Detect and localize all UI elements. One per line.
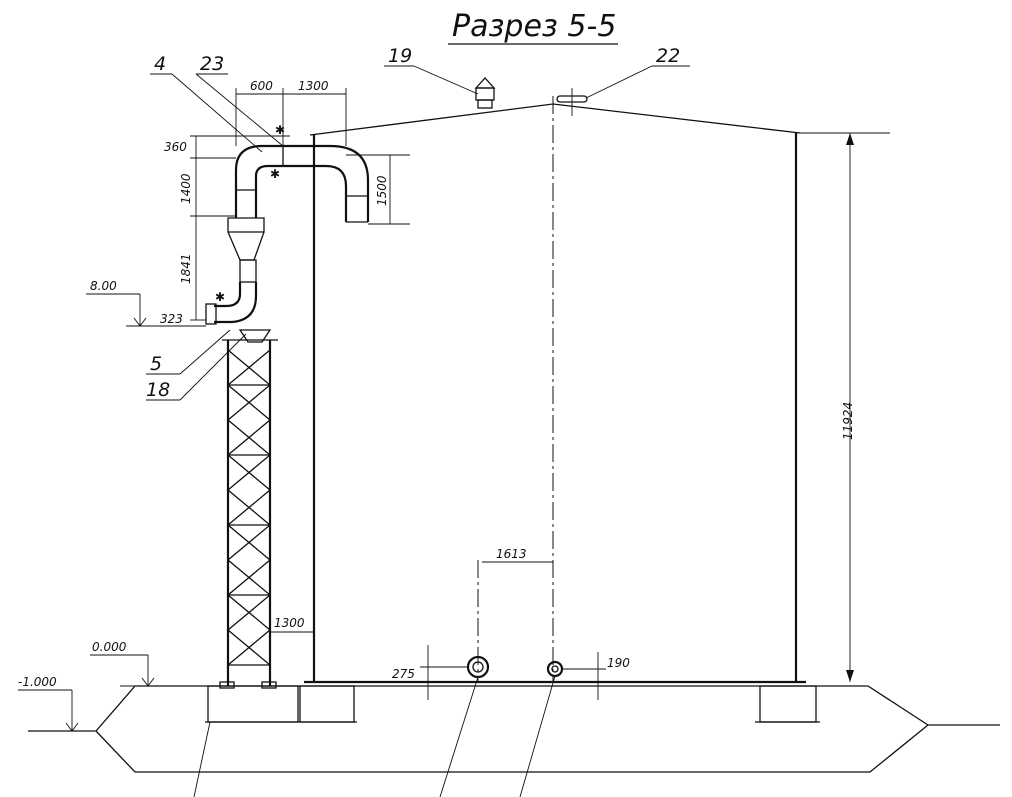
lower-bend-inner xyxy=(214,282,242,308)
valve-neck xyxy=(477,99,493,109)
level-8-00: 8.00 xyxy=(90,279,117,293)
callout-23: 23 xyxy=(200,53,224,75)
nozzle-right-outer xyxy=(546,660,564,678)
tower-base-plate-right xyxy=(261,681,277,689)
callout-4-leader xyxy=(171,73,263,153)
dim-275: 275 xyxy=(392,667,415,681)
tower-base-plate-left xyxy=(219,681,235,689)
dim-360: 360 xyxy=(164,140,187,154)
dim-323: 323 xyxy=(160,312,183,326)
bottom-nozzles xyxy=(466,560,564,682)
valve-cap-icon xyxy=(474,77,496,89)
berm-bottom-line xyxy=(95,724,929,773)
callout-22: 22 xyxy=(656,45,680,67)
breather-valve-19 xyxy=(474,77,496,109)
support-foundation-block xyxy=(207,685,299,723)
dim-1300-top: 1300 xyxy=(298,79,329,93)
level-marks: 8.00 0.000 -1.000 xyxy=(18,279,220,732)
callout-5-leader xyxy=(179,329,231,375)
dim-1500: 1500 xyxy=(375,175,389,206)
callout-4: 4 xyxy=(154,53,166,75)
lower-bend-outer xyxy=(214,282,258,324)
callout-23-leader xyxy=(195,73,284,147)
pipeline-with-separator: ✱ ✱ ✱ xyxy=(205,123,370,343)
arrow-11924-bot xyxy=(846,670,854,682)
callouts: 4 23 19 22 5 18 xyxy=(146,45,690,797)
berm-top-line xyxy=(28,685,1000,732)
mark-star-1: ✱ xyxy=(275,123,285,137)
tank-roof xyxy=(309,103,801,136)
cyclone-separator xyxy=(227,217,265,261)
tank-foundation-left xyxy=(299,685,355,723)
dim-1613: 1613 xyxy=(496,547,527,561)
dim-1300-bottom: 1300 xyxy=(274,616,305,630)
mark-star-3: ✱ xyxy=(215,290,225,304)
mark-star-2: ✱ xyxy=(270,167,280,181)
tank xyxy=(304,96,806,684)
section-title-text: Разрез 5-5 xyxy=(452,9,616,44)
dim-1841: 1841 xyxy=(179,253,193,284)
dim-11924: 11924 xyxy=(841,402,855,440)
roof-hatch-22 xyxy=(556,88,588,116)
tank-foundation-right xyxy=(759,685,817,723)
separator-outlet xyxy=(239,259,257,283)
callout-19: 19 xyxy=(388,45,412,67)
callout-18-leader xyxy=(179,333,247,401)
dim-600: 600 xyxy=(250,79,273,93)
leader-bottom-3 xyxy=(519,675,556,797)
foundation-berm xyxy=(28,685,1000,773)
level-minus-1-000: -1.000 xyxy=(18,675,57,689)
valve-body xyxy=(475,87,495,101)
lattice-support-tower xyxy=(219,339,278,689)
dim-190: 190 xyxy=(607,656,630,670)
leader-bottom-1 xyxy=(193,721,211,797)
callout-18: 18 xyxy=(146,379,170,401)
gooseneck-inner xyxy=(254,164,348,222)
support-head xyxy=(238,329,272,343)
dim-1400: 1400 xyxy=(179,173,193,204)
level-0-000: 0.000 xyxy=(92,640,127,654)
dimensions: 600 1300 360 1400 1841 323 1500 11924 16… xyxy=(160,79,890,700)
tower-bracing-b xyxy=(226,349,272,666)
callout-22-leader xyxy=(585,65,653,99)
nozzle-right-inner xyxy=(551,665,559,673)
section-title: Разрез 5-5 xyxy=(448,9,618,45)
callout-19-leader xyxy=(413,65,479,95)
flange-5 xyxy=(205,303,217,325)
leader-bottom-2 xyxy=(439,676,479,797)
callout-5: 5 xyxy=(150,353,162,375)
arrow-11924-top xyxy=(846,133,854,145)
gooseneck-outer xyxy=(234,144,370,222)
level-m1000-arrow xyxy=(65,722,79,732)
